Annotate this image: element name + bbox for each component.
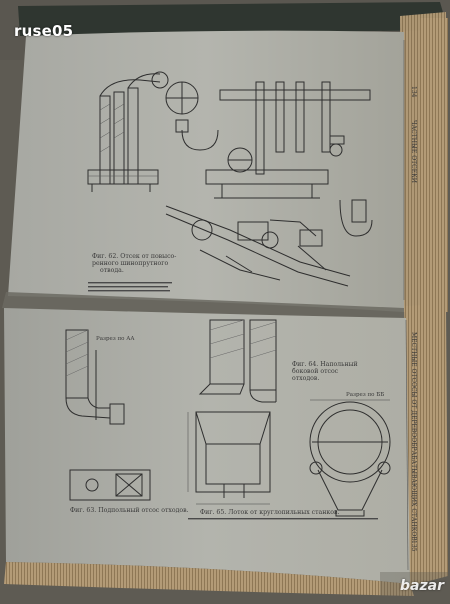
section-bb-label: Разрез по ББ — [346, 392, 384, 398]
bottom-hatch — [65, 319, 277, 377]
bottom-page-drawings — [65, 319, 391, 517]
top-page-drawings — [87, 71, 373, 287]
svg-text:ЧАСТНЫЕ ОТСЕКИ: ЧАСТНЫЕ ОТСЕКИ — [410, 120, 417, 183]
dimension-lines — [187, 399, 390, 505]
top-running-header: ЧАСТНЫЕ ОТСЕКИ — [410, 120, 417, 183]
watermark-top: ruse05 — [14, 22, 74, 40]
svg-text:135: 135 — [410, 540, 417, 552]
svg-text:МЕСТНЫЕ ОТСОСЫ ОТ ДЕРЕВООБРАБА: МЕСТНЫЕ ОТСОСЫ ОТ ДЕРЕВООБРАБАТЫВАЮЩИХ С… — [410, 332, 417, 541]
fig62-legend — [88, 282, 172, 292]
watermark-bottom: bazar — [400, 578, 444, 594]
svg-text:134: 134 — [410, 86, 417, 98]
bottom-running-header: МЕСТНЫЕ ОТСОСЫ ОТ ДЕРЕВООБРАБАТЫВАЮЩИХ С… — [410, 332, 417, 541]
fig64-caption: Фиг. 64. Напольный боковой отсос отходов… — [292, 361, 360, 382]
fig63-caption: Фиг. 63. Подпольный отсос отходов. — [70, 507, 189, 514]
bottom-page-number: 135 — [410, 540, 417, 552]
fig62-caption: Фиг. 62. Отсек от повысо- ренного шинопр… — [92, 253, 178, 274]
bottom-page — [4, 308, 410, 584]
top-hatch — [88, 103, 158, 177]
fig65-caption: Фиг. 65. Лоток от круглопильных станков. — [200, 509, 339, 516]
section-aa-label: Разрез по АА — [96, 336, 135, 342]
top-page-number: 134 — [410, 86, 417, 98]
